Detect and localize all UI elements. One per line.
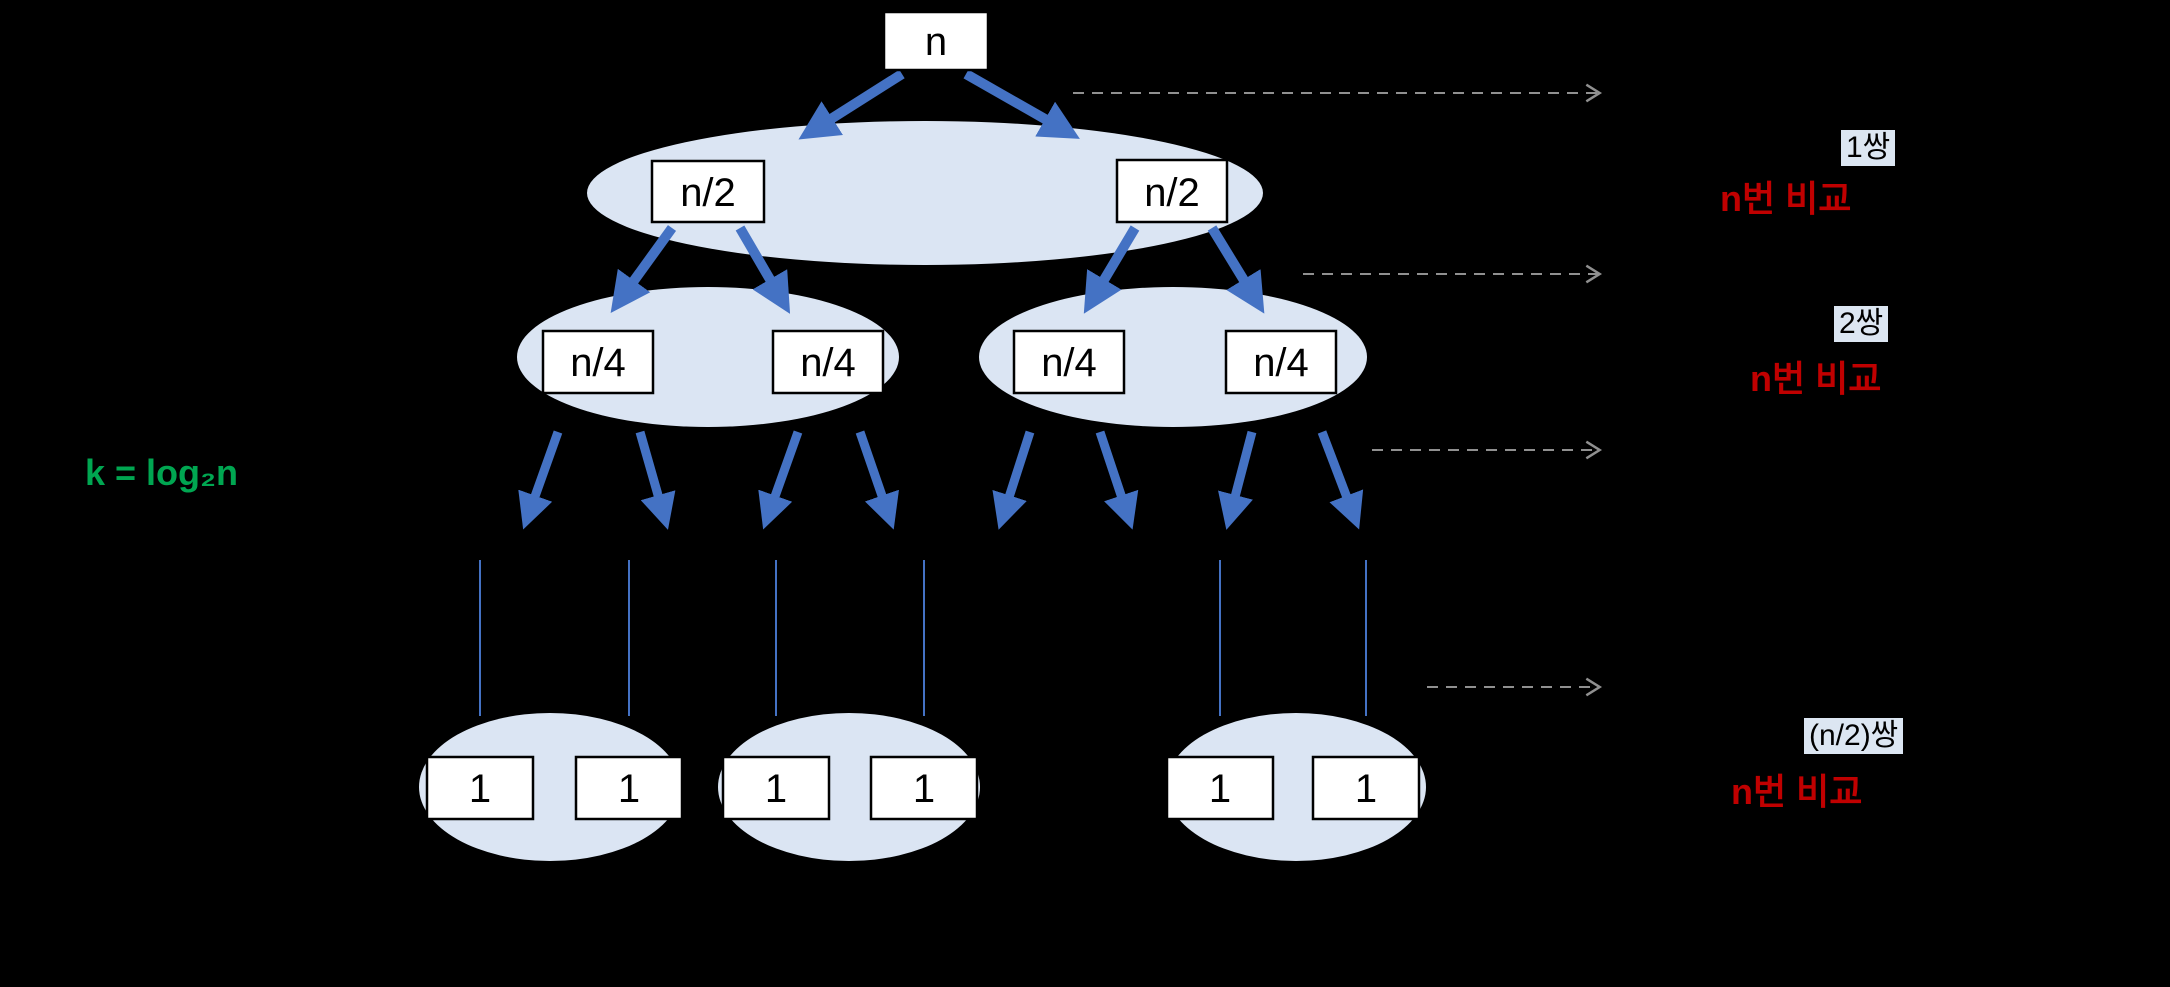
node-box bbox=[425, 755, 535, 821]
merge-group-ellipse-leaf-3 bbox=[1166, 713, 1426, 861]
node-box bbox=[574, 755, 684, 821]
node-label: n bbox=[925, 20, 947, 64]
node-label: n/4 bbox=[570, 341, 626, 385]
split-arrow-n4a-left bbox=[518, 430, 563, 530]
node-box bbox=[1165, 755, 1275, 821]
node-label: n/2 bbox=[1144, 171, 1200, 215]
merge-group-ellipse-leaf-2 bbox=[718, 713, 980, 861]
node-label: 1 bbox=[469, 767, 491, 811]
node-box bbox=[882, 10, 990, 72]
node-leaf-2: 1 bbox=[574, 755, 684, 821]
node-box bbox=[869, 755, 979, 821]
split-arrow-n4d-left bbox=[1218, 430, 1257, 530]
node-n4-1: n/4 bbox=[541, 329, 655, 395]
split-arrow-root-right bbox=[963, 69, 1080, 139]
split-arrow-n4b-right bbox=[855, 430, 899, 530]
node-leaf-1: 1 bbox=[425, 755, 535, 821]
node-label: 1 bbox=[1355, 767, 1377, 811]
merge-group-ellipse-level2 bbox=[587, 121, 1263, 265]
node-box bbox=[1012, 329, 1126, 395]
comparison-count-label-3: n번 비교 bbox=[1731, 771, 1863, 812]
node-n4-2: n/4 bbox=[771, 329, 885, 395]
comparison-count-label-2: n번 비교 bbox=[1750, 358, 1882, 399]
split-arrow-n4a-right bbox=[635, 430, 676, 530]
node-label: 1 bbox=[913, 767, 935, 811]
node-n2-right: n/2 bbox=[1115, 158, 1229, 224]
split-arrow-root-left bbox=[798, 69, 905, 140]
pair-count-label-3: (n/2)쌍 bbox=[1804, 718, 1904, 754]
node-label: n/4 bbox=[800, 341, 856, 385]
split-arrow-n4b-left bbox=[758, 430, 803, 530]
split-arrow-n2R-right bbox=[1207, 225, 1265, 314]
split-arrow-n2R-left bbox=[1083, 225, 1140, 314]
node-leaf-4: 1 bbox=[869, 755, 979, 821]
node-n4-3: n/4 bbox=[1012, 329, 1126, 395]
split-arrow-n2L-left bbox=[610, 225, 677, 313]
k-formula: k = log₂n bbox=[85, 452, 239, 493]
node-box bbox=[541, 329, 655, 395]
node-box bbox=[1115, 158, 1229, 224]
split-arrow-n2L-right bbox=[735, 225, 791, 314]
pair-count-label-2: 2쌍 bbox=[1834, 306, 1889, 342]
node-box bbox=[771, 329, 885, 395]
node-label: 1 bbox=[765, 767, 787, 811]
node-root: n bbox=[882, 10, 990, 72]
node-box bbox=[721, 755, 831, 821]
node-n2-left: n/2 bbox=[650, 159, 766, 224]
node-label: n/4 bbox=[1041, 341, 1097, 385]
node-n4-4: n/4 bbox=[1224, 329, 1338, 395]
comparison-count-label-1: n번 비교 bbox=[1720, 178, 1852, 219]
node-box bbox=[1311, 755, 1421, 821]
node-label: n/4 bbox=[1253, 341, 1309, 385]
split-arrow-n4c-left bbox=[992, 430, 1035, 530]
node-box bbox=[650, 159, 766, 224]
node-leaf-3: 1 bbox=[721, 755, 831, 821]
split-arrow-n4c-right bbox=[1095, 430, 1139, 530]
split-arrow-n4d-right bbox=[1317, 430, 1364, 530]
merge-group-ellipse-leaf-1 bbox=[419, 713, 681, 861]
node-leaf-6: 1 bbox=[1311, 755, 1421, 821]
node-label: 1 bbox=[618, 767, 640, 811]
node-leaf-5: 1 bbox=[1165, 755, 1275, 821]
node-label: n/2 bbox=[680, 171, 736, 215]
pair-count-label-1: 1쌍 bbox=[1841, 130, 1896, 166]
node-label: 1 bbox=[1209, 767, 1231, 811]
node-box bbox=[1224, 329, 1338, 395]
